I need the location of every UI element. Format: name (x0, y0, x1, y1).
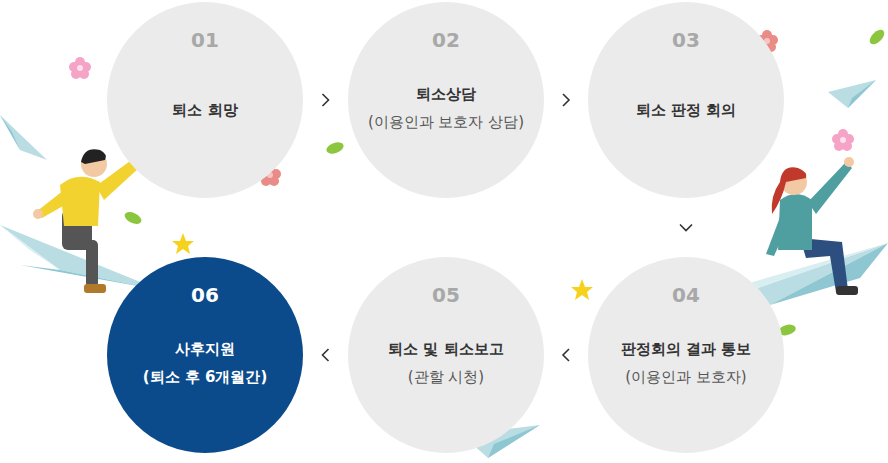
step-circle: 01 퇴소 희망 (107, 2, 303, 198)
step-connector (544, 94, 588, 106)
step-note: (이용인과 보호자) (588, 363, 784, 391)
step-title: 퇴소 희망 (107, 96, 303, 124)
step-title: 사후지원 (107, 335, 303, 363)
step-number: 05 (348, 283, 544, 307)
step-circle: 05 퇴소 및 퇴소보고(관할 시청) (348, 257, 544, 453)
step-body: 퇴소 및 퇴소보고(관할 시청) (348, 335, 544, 391)
step-note: (퇴소 후 6개월간) (107, 363, 303, 391)
circle-fill (348, 2, 544, 198)
step-number: 01 (107, 28, 303, 52)
circle-fill (348, 257, 544, 453)
step-title: 판정회의 결과 통보 (588, 335, 784, 363)
step-number: 04 (588, 283, 784, 307)
step-connector (544, 349, 588, 361)
connector-path (303, 100, 348, 101)
step-connector (303, 94, 348, 106)
circle-fill (107, 2, 303, 198)
chevron-head (563, 94, 569, 106)
step-body: 판정회의 결과 통보(이용인과 보호자) (588, 335, 784, 391)
chevron-head (323, 349, 329, 361)
connector-path (686, 198, 687, 257)
step-connector (303, 349, 348, 361)
connector-path (544, 355, 588, 356)
step-note: (관할 시청) (348, 363, 544, 391)
chevron-head (563, 349, 569, 361)
step-number: 03 (588, 28, 784, 52)
step-number: 02 (348, 28, 544, 52)
step-title: 퇴소 및 퇴소보고 (348, 335, 544, 363)
step-number: 06 (107, 283, 303, 307)
step-title: 퇴소상담 (348, 80, 544, 108)
chevron-head (323, 94, 329, 106)
step-body: 퇴소상담(이용인과 보호자 상담) (348, 80, 544, 136)
circle-fill (107, 257, 303, 453)
step-body: 퇴소 희망 (107, 96, 303, 124)
step-circle: 04 판정회의 결과 통보(이용인과 보호자) (588, 257, 784, 453)
circle-fill (588, 2, 784, 198)
step-note: (이용인과 보호자 상담) (348, 108, 544, 136)
chevron-head (680, 225, 692, 231)
step-circle: 02 퇴소상담(이용인과 보호자 상담) (348, 2, 544, 198)
step-circle: 03 퇴소 판정 회의 (588, 2, 784, 198)
step-title: 퇴소 판정 회의 (588, 96, 784, 124)
connector-path (303, 355, 348, 356)
step-body: 사후지원(퇴소 후 6개월간) (107, 335, 303, 391)
step-body: 퇴소 판정 회의 (588, 96, 784, 124)
highlight-step-circle: 06 사후지원(퇴소 후 6개월간) (107, 257, 303, 453)
step-connector (680, 198, 692, 257)
connector-path (544, 100, 588, 101)
circle-fill (588, 257, 784, 453)
